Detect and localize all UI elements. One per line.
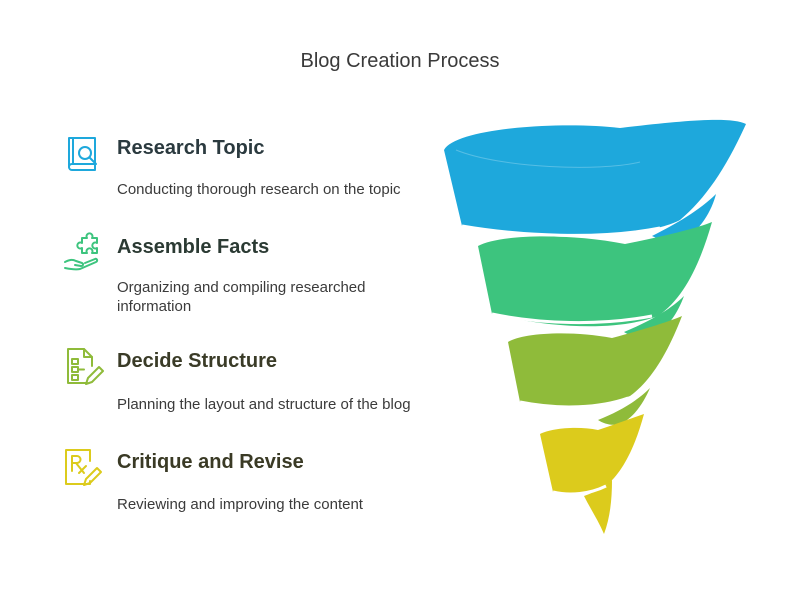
step-description: Conducting thorough research on the topi… xyxy=(117,181,401,198)
step-heading: Research Topic xyxy=(117,137,265,159)
step-heading: Decide Structure xyxy=(117,350,278,372)
page-title: Blog Creation Process xyxy=(300,50,500,72)
step-description: Planning the layout and structure of the… xyxy=(117,396,411,413)
document-edit-icon xyxy=(62,346,104,388)
step-description: Reviewing and improving the content xyxy=(117,496,363,513)
funnel-band-research xyxy=(444,119,746,236)
funnel-band-structure xyxy=(508,316,682,407)
step-description: Organizing and compiling researched info… xyxy=(117,279,366,315)
funnel-band-assemble xyxy=(478,222,712,327)
prescription-edit-icon xyxy=(62,447,104,489)
step-heading: Assemble Facts xyxy=(117,236,270,258)
puzzle-hand-icon xyxy=(62,232,104,274)
spiral-funnel xyxy=(430,115,760,545)
step-heading: Critique and Revise xyxy=(117,451,304,473)
funnel-band-critique xyxy=(540,414,644,494)
book-search-icon xyxy=(62,133,104,175)
